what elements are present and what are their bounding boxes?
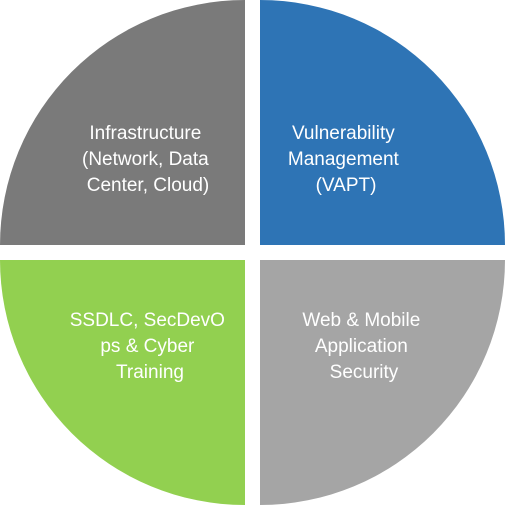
quadrant-top-left-line-1: Infrastructure (89, 123, 201, 144)
quadrant-bottom-right: Web & Mobile Application Security (260, 260, 505, 505)
quadrant-bottom-right-shape (260, 260, 505, 505)
quadrant-top-right-line-1: Vulnerability (292, 123, 395, 144)
quadrant-top-left-line-2: (Network, Data (82, 149, 209, 170)
quadrant-bottom-left-line-3: Training (116, 362, 184, 383)
quadrant-top-right-shape (260, 0, 505, 245)
quadrant-bottom-right-line-3: Security (330, 362, 399, 383)
quadrant-bottom-left-line-1: SSDLC, SecDevO (70, 310, 225, 331)
quadrant-top-right-label: Vulnerability Management (VAPT) (288, 123, 404, 196)
quadrant-top-right: Vulnerability Management (VAPT) (260, 0, 505, 245)
quadrant-bottom-left-shape (0, 260, 245, 505)
quadrant-bottom-right-label: Web & Mobile Application Security (302, 310, 425, 383)
quadrant-top-left-line-3: Center, Cloud) (87, 175, 210, 196)
quadrant-top-right-line-2: Management (288, 149, 400, 170)
quadrant-top-left-label: Infrastructure (Network, Data Center, Cl… (82, 123, 214, 196)
quadrant-bottom-left-label: SSDLC, SecDevO ps & Cyber Training (70, 310, 231, 383)
quadrant-bottom-right-line-2: Application (315, 336, 408, 357)
quadrant-top-left-shape (0, 0, 245, 245)
quadrant-bottom-left: SSDLC, SecDevO ps & Cyber Training (0, 260, 245, 505)
quadrant-bottom-right-line-1: Web & Mobile (302, 310, 420, 331)
quadrant-bottom-left-line-2: ps & Cyber (100, 336, 195, 357)
quadrant-top-right-line-3: (VAPT) (316, 175, 377, 196)
quadrant-top-left: Infrastructure (Network, Data Center, Cl… (0, 0, 245, 245)
